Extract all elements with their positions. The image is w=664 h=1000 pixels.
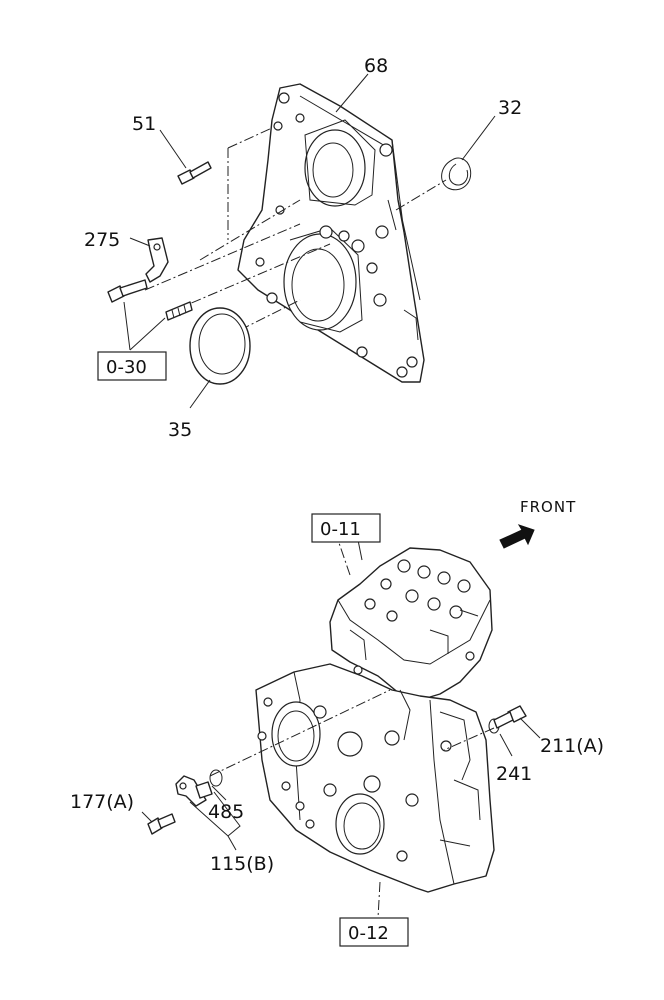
ref-box-0-12: 0-12 xyxy=(339,917,409,947)
label-485: 485 xyxy=(208,801,244,823)
front-label: FRONT xyxy=(520,498,576,516)
ref-box-0-11: 0-11 xyxy=(311,513,381,543)
label-35: 35 xyxy=(168,419,192,441)
label-177a: 177(A) xyxy=(70,791,134,813)
leaders-bottom xyxy=(141,539,541,851)
oil-seal-35 xyxy=(189,307,251,385)
alignment-lines-bottom xyxy=(209,539,495,919)
ref-0-12: 0-12 xyxy=(348,923,389,944)
label-211a: 211(A) xyxy=(540,735,604,757)
o-ring-485 xyxy=(209,769,223,787)
cylinder-block xyxy=(255,663,495,893)
ref-0-11: 0-11 xyxy=(320,519,361,540)
snap-ring-32 xyxy=(441,157,472,191)
bolt-211a xyxy=(493,705,527,729)
front-arrow-icon xyxy=(499,524,535,549)
bolt-177a xyxy=(147,813,176,835)
label-275: 275 xyxy=(84,229,120,251)
timing-cover xyxy=(237,83,425,383)
bracket-275 xyxy=(145,237,169,283)
label-241: 241 xyxy=(496,763,532,785)
label-115b: 115(B) xyxy=(210,853,274,875)
ref-0-30: 0-30 xyxy=(106,357,147,378)
label-32: 32 xyxy=(498,97,522,119)
label-68: 68 xyxy=(364,55,388,77)
stud-0-30 xyxy=(165,301,193,321)
alignment-lines-top xyxy=(144,127,447,331)
sensor-115b xyxy=(175,775,213,807)
label-51: 51 xyxy=(132,113,156,135)
bolt-51 xyxy=(177,161,212,185)
leaders-top xyxy=(123,73,496,409)
bolt-0-30 xyxy=(107,279,148,303)
ref-box-0-30: 0-30 xyxy=(97,351,167,381)
cylinder-head xyxy=(329,547,493,701)
